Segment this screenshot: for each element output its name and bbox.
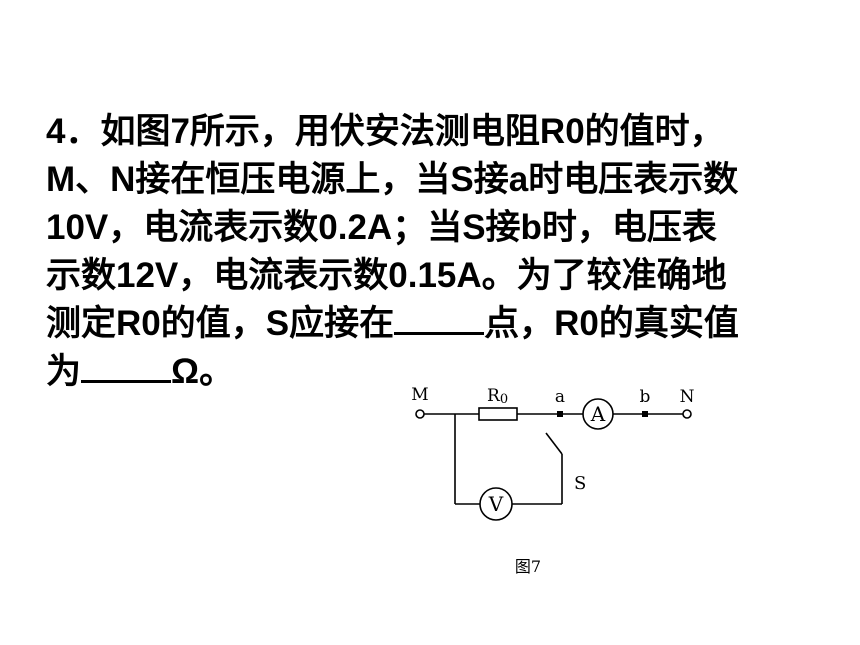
terminal-m [415,409,425,419]
voltmeter-label: V [488,492,504,516]
label-a: a [555,387,565,407]
question-line-3: 10V，电流表示数0.2A；当S接b时，电压表 [46,208,717,247]
ammeter [582,398,614,430]
question-line-5-start: 测定R0的值，S应接在 [46,304,395,343]
node-b [642,411,648,417]
label-s: S [574,473,586,494]
question-line-6-start: 为 [46,352,82,391]
figure-caption: 图7 [515,557,541,576]
switch-s-blade [545,432,563,455]
resistor-r0 [478,407,518,421]
label-m: M [411,385,428,405]
label-r0-main: R [487,386,501,406]
answer-blank-1 [394,302,485,335]
question-line-5-end: 点，R0的真实值 [484,304,739,343]
question-text: 4．如图7所示，用伏安法测电阻R0的值时， M、N接在恒压电源上，当S接a时电压… [46,108,836,396]
question-line-6: 为 Ω。 [46,348,836,396]
question-line-6-end: Ω。 [171,352,235,391]
question-line-4: 示数12V，电流表示数0.15A。为了较准确地 [46,256,727,295]
question-line-2: M、N接在恒压电源上，当S接a时电压表示数 [46,160,739,199]
circuit-diagram: A V M N R0 a b S 图7 [411,385,695,576]
question-line-5: 测定R0的值，S应接在 点，R0的真实值 [46,300,836,348]
terminal-n [682,409,692,419]
node-a [557,411,563,417]
label-b: b [640,387,651,407]
question-line-1: 4．如图7所示，用伏安法测电阻R0的值时， [46,112,725,151]
answer-blank-2 [81,350,172,383]
voltmeter [479,487,513,521]
ammeter-label: A [590,402,606,426]
label-n: N [680,387,695,407]
label-r0: R0 [487,386,508,407]
label-r0-sub: 0 [500,392,508,407]
